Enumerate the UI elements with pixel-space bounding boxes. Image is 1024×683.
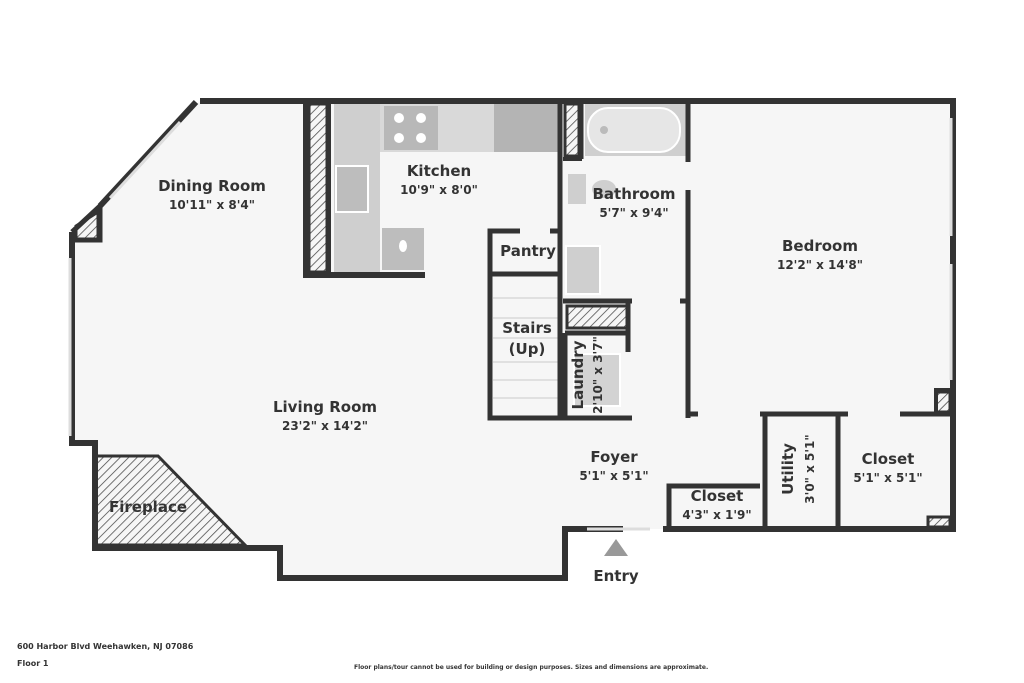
bathroom-label: Bathroom <box>592 185 675 203</box>
refrigerator-icon <box>494 104 558 152</box>
bathroom-fixtures <box>565 104 688 295</box>
foyer-dimensions: 5'1" x 5'1" <box>579 469 648 483</box>
kitchen-sink-icon <box>335 165 369 213</box>
stairs-treads <box>493 297 559 399</box>
bathroom-dimensions: 5'7" x 9'4" <box>599 206 668 220</box>
kitchen-label: Kitchen <box>407 162 471 180</box>
living-room-dimensions: 23'2" x 14'2" <box>282 419 368 433</box>
floor-label: Floor 1 <box>17 659 49 668</box>
dining-room-label: Dining Room <box>158 177 266 195</box>
dining-room-dimensions: 10'11" x 8'4" <box>169 198 255 212</box>
closet-right-label: Closet <box>862 450 915 468</box>
stairs-label: Stairs <box>502 319 552 337</box>
living-room-label: Living Room <box>273 398 377 416</box>
laundry-dimensions: 2'10" x 3'7" <box>591 336 605 414</box>
washer-dryer-icon <box>573 353 621 407</box>
toilet-icon <box>568 174 586 204</box>
kitchen-fixtures <box>334 104 558 272</box>
utility-label: Utility <box>779 443 797 495</box>
utility-dimensions: 3'0" x 5'1" <box>803 434 817 503</box>
kitchen-dimensions: 10'9" x 8'0" <box>400 183 478 197</box>
entry-label: Entry <box>593 567 638 585</box>
windows <box>68 118 953 531</box>
fireplace-label: Fireplace <box>109 498 187 516</box>
bedroom-dimensions: 12'2" x 14'8" <box>777 258 863 272</box>
closet-small-label: Closet <box>691 487 744 505</box>
walls <box>69 98 956 581</box>
stove-icon <box>384 106 438 150</box>
entry-arrow-icon <box>604 539 628 556</box>
floor-area <box>72 101 953 578</box>
stairs-direction: (Up) <box>509 340 546 358</box>
laundry-label: Laundry <box>569 340 587 409</box>
bathtub-icon <box>587 107 681 153</box>
disclaimer: Floor plans/tour cannot be used for buil… <box>354 664 709 671</box>
closet-right-dimensions: 5'1" x 5'1" <box>853 471 922 485</box>
pantry-label: Pantry <box>500 242 556 260</box>
closet-small-dimensions: 4'3" x 1'9" <box>682 508 751 522</box>
bedroom-label: Bedroom <box>782 237 858 255</box>
bathroom-sink-icon <box>565 245 601 295</box>
foyer-label: Foyer <box>590 448 638 466</box>
property-address: 600 Harbor Blvd Weehawken, NJ 07086 <box>17 642 194 651</box>
